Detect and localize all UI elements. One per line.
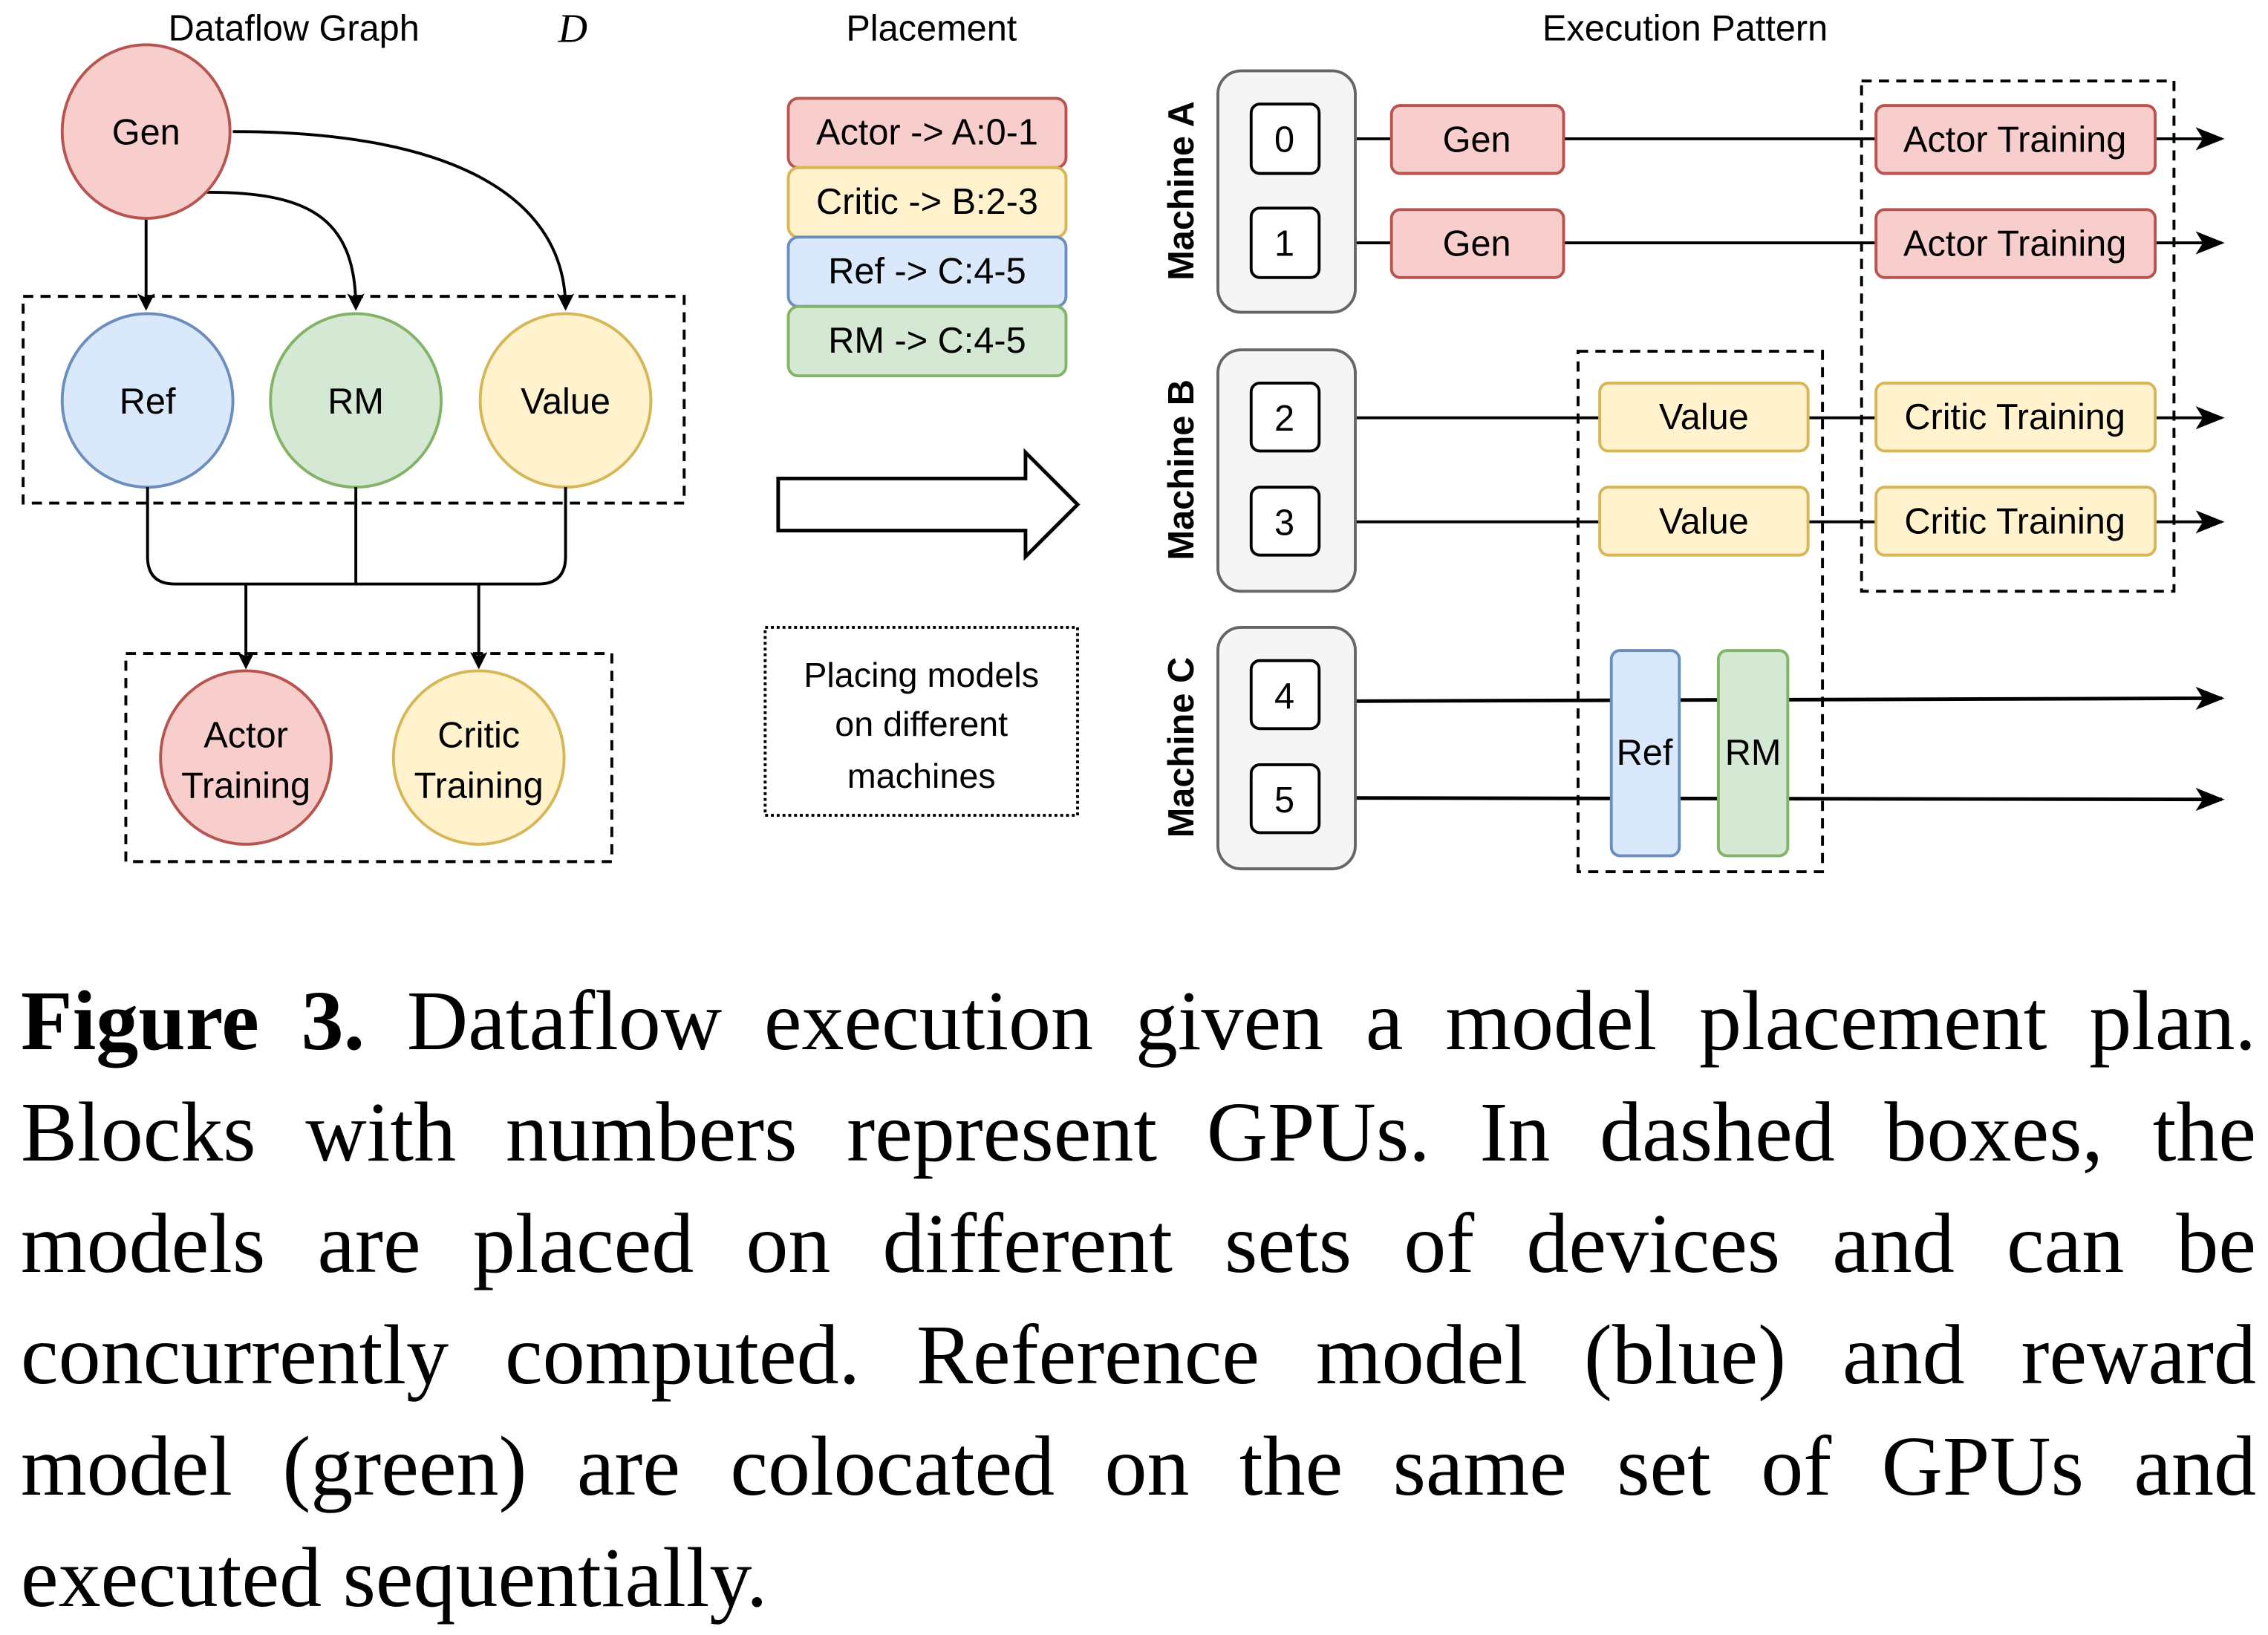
exec-block-value: Value bbox=[1598, 486, 1810, 557]
placement-row: RM -> C:4-5 bbox=[786, 304, 1068, 378]
svg-text:Critic: Critic bbox=[437, 716, 520, 756]
node-value: Value bbox=[478, 312, 653, 489]
dataflow-graph-title-math: D bbox=[558, 5, 587, 50]
svg-text:RM: RM bbox=[1725, 733, 1782, 773]
svg-text:Critic Training: Critic Training bbox=[1904, 397, 2125, 437]
placement-row: Critic -> B:2-3 bbox=[786, 166, 1068, 239]
gpu-block: 4 bbox=[1249, 659, 1321, 731]
node-actor-training: Actor Training bbox=[159, 669, 333, 846]
svg-text:on different: on different bbox=[835, 705, 1008, 743]
machine-a-label: Machine A bbox=[1161, 101, 1202, 281]
svg-text:Ref: Ref bbox=[1617, 733, 1673, 773]
svg-text:RM: RM bbox=[328, 382, 384, 422]
svg-text:Gen: Gen bbox=[1443, 120, 1511, 160]
svg-text:Actor Training: Actor Training bbox=[1903, 120, 2126, 160]
svg-text:2: 2 bbox=[1274, 399, 1294, 439]
machine-a: Machine A 0 1 bbox=[1161, 69, 1357, 314]
training-concurrent-box bbox=[1860, 79, 2176, 593]
svg-text:Critic -> B:2-3: Critic -> B:2-3 bbox=[816, 182, 1038, 222]
svg-text:Gen: Gen bbox=[112, 113, 180, 153]
svg-text:Critic Training: Critic Training bbox=[1904, 501, 2125, 541]
exec-block-gen: Gen bbox=[1389, 104, 1565, 175]
gpu-block: 0 bbox=[1249, 102, 1321, 175]
placement-row: Ref -> C:4-5 bbox=[786, 235, 1068, 308]
svg-text:Ref -> C:4-5: Ref -> C:4-5 bbox=[828, 252, 1026, 292]
exec-block-critic-training: Critic Training bbox=[1874, 486, 2157, 557]
svg-text:Placing models: Placing models bbox=[804, 656, 1039, 694]
dataflow-graph: Gen Ref RM Value Actor Training Critic bbox=[22, 43, 686, 864]
svg-text:Value: Value bbox=[1659, 501, 1749, 541]
svg-text:Ref: Ref bbox=[120, 382, 176, 422]
node-ref: Ref bbox=[60, 312, 235, 489]
gpu-block: 2 bbox=[1249, 381, 1321, 453]
node-critic-training: Critic Training bbox=[391, 669, 566, 846]
svg-text:Value: Value bbox=[1659, 397, 1749, 437]
machine-c-label: Machine C bbox=[1161, 657, 1202, 838]
svg-text:machines: machines bbox=[847, 757, 996, 795]
concurrent-group-box bbox=[22, 295, 686, 505]
machine-b-label: Machine B bbox=[1161, 379, 1202, 560]
exec-block-actor-training: Actor Training bbox=[1874, 208, 2157, 279]
exec-block-value: Value bbox=[1598, 381, 1810, 453]
big-arrow-icon bbox=[776, 448, 1081, 561]
exec-block-actor-training: Actor Training bbox=[1874, 104, 2157, 175]
inference-concurrent-box bbox=[1576, 350, 1825, 873]
svg-text:0: 0 bbox=[1274, 120, 1294, 160]
svg-text:4: 4 bbox=[1274, 676, 1294, 717]
caption-label: Figure 3. bbox=[21, 973, 365, 1068]
training-group-box bbox=[124, 652, 613, 864]
svg-text:5: 5 bbox=[1274, 780, 1294, 820]
svg-text:Actor -> A:0-1: Actor -> A:0-1 bbox=[816, 113, 1038, 153]
svg-text:RM -> C:4-5: RM -> C:4-5 bbox=[828, 321, 1026, 361]
execution-pattern-title: Execution Pattern bbox=[1542, 9, 1828, 49]
svg-text:3: 3 bbox=[1274, 503, 1294, 543]
gpu-block: 3 bbox=[1249, 486, 1321, 557]
node-gen: Gen bbox=[60, 43, 232, 220]
placement-table: Actor -> A:0-1 Critic -> B:2-3 Ref -> C:… bbox=[786, 97, 1068, 378]
exec-block-critic-training: Critic Training bbox=[1874, 381, 2157, 453]
edge-gen-to-rm bbox=[206, 190, 365, 311]
placement-title: Placement bbox=[846, 9, 1017, 49]
machine-b: Machine B 2 3 bbox=[1161, 348, 1357, 593]
svg-text:1: 1 bbox=[1274, 224, 1294, 264]
gpu-block: 1 bbox=[1249, 206, 1321, 279]
svg-text:Training: Training bbox=[181, 766, 310, 806]
svg-text:Value: Value bbox=[521, 382, 610, 422]
exec-block-ref: Ref bbox=[1609, 649, 1681, 858]
placement-note: Placing models on different machines bbox=[763, 626, 1079, 818]
dataflow-graph-title: Dataflow Graph bbox=[169, 9, 420, 49]
svg-text:Actor Training: Actor Training bbox=[1903, 224, 2126, 264]
machine-c: Machine C 4 5 bbox=[1161, 626, 1357, 871]
node-rm: RM bbox=[269, 312, 443, 489]
caption-text: Dataflow execution given a model placeme… bbox=[21, 973, 2256, 1625]
svg-text:Actor: Actor bbox=[203, 716, 288, 756]
figure-caption: Figure 3. Dataflow execution given a mod… bbox=[21, 965, 2256, 1634]
svg-text:Gen: Gen bbox=[1443, 224, 1511, 264]
edge-gen-to-value bbox=[232, 130, 575, 311]
exec-block-gen: Gen bbox=[1389, 208, 1565, 279]
exec-block-rm: RM bbox=[1716, 649, 1790, 858]
placement-row: Actor -> A:0-1 bbox=[786, 97, 1068, 169]
gpu-block: 5 bbox=[1249, 763, 1321, 835]
svg-text:Training: Training bbox=[414, 766, 544, 806]
